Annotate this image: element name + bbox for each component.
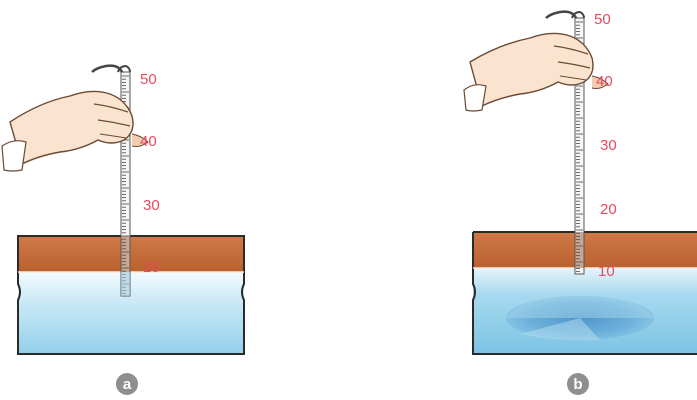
panel-a-scale-label-30: 30 bbox=[143, 197, 160, 214]
panel-a-hand bbox=[1, 90, 149, 172]
panel-a-label-badge: a bbox=[116, 373, 138, 395]
panel-b-scale-label-20: 20 bbox=[600, 201, 617, 218]
panel-a-soil-layer bbox=[18, 236, 244, 272]
panel-b-hand bbox=[463, 32, 609, 112]
panel-a: 50 40 30 20 a bbox=[1, 64, 245, 395]
panel-b-label: b bbox=[573, 376, 582, 393]
panel-a-scale-label-50: 50 bbox=[140, 71, 157, 88]
panel-a-scale-labels: 50 40 30 20 bbox=[140, 71, 160, 276]
panel-b-scale-labels: 50 40 30 20 10 bbox=[594, 11, 617, 280]
panel-a-scale-label-40: 40 bbox=[140, 133, 157, 150]
panel-b-scale-label-10: 10 bbox=[598, 263, 615, 280]
panel-a-container bbox=[17, 235, 245, 355]
panel-a-label: a bbox=[123, 376, 132, 393]
panel-b-container bbox=[472, 231, 697, 355]
panel-b-label-badge: b bbox=[567, 373, 589, 395]
panel-b-scale-label-50: 50 bbox=[594, 11, 611, 28]
panel-b-scale-label-40: 40 bbox=[596, 73, 613, 90]
panel-b-scale-label-30: 30 bbox=[600, 137, 617, 154]
panel-a-scale-label-20: 20 bbox=[143, 259, 160, 276]
panel-b-soil-layer bbox=[473, 232, 697, 268]
panel-b-spreading-stain bbox=[506, 296, 654, 341]
panel-b: 50 40 30 20 10 b bbox=[463, 10, 697, 395]
